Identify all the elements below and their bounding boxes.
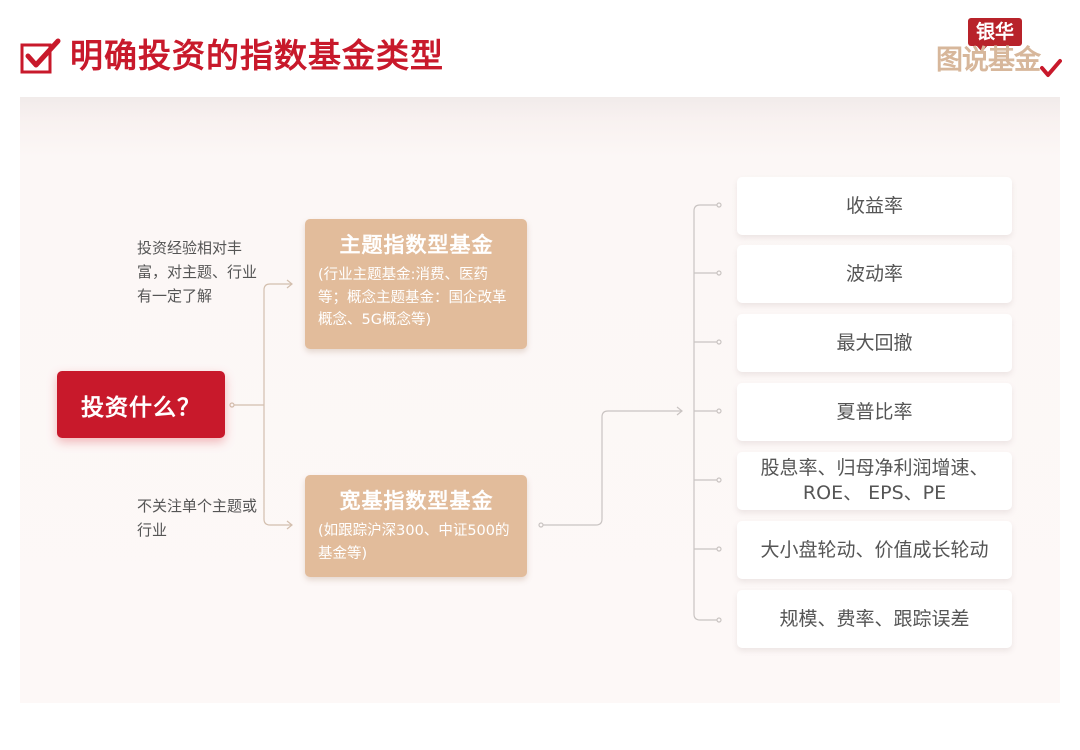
fund-type-description: (行业主题基金:消费、医药等；概念主题基金：国企改革概念、5G概念等)	[318, 267, 507, 328]
fund-type-broad-based: 宽基指数型基金 (如跟踪沪深300、中证500的基金等)	[305, 475, 527, 577]
metric-max-drawdown: 最大回撤	[737, 314, 1012, 372]
metric-sharpe-ratio: 夏普比率	[737, 383, 1012, 441]
metric-style-rotation: 大小盘轮动、价值成长轮动	[737, 521, 1012, 579]
metric-volatility: 波动率	[737, 245, 1012, 303]
fund-type-title: 主题指数型基金	[339, 233, 494, 257]
metric-fundamentals: 股息率、归母净利润增速、ROE、 EPS、PE	[737, 452, 1012, 510]
page-title: 明确投资的指数基金类型	[70, 36, 444, 75]
header: 明确投资的指数基金类型	[20, 34, 444, 78]
fund-type-description: (如跟踪沪深300、中证500的基金等)	[318, 523, 510, 562]
logo-top-text: 银华	[968, 18, 1022, 52]
fund-type-thematic: 主题指数型基金 (行业主题基金:消费、医药等；概念主题基金：国企改革概念、5G概…	[305, 219, 527, 349]
metric-return-rate: 收益率	[737, 177, 1012, 235]
brand-logo: 银华 图说基金	[936, 18, 1062, 80]
fund-type-title: 宽基指数型基金	[339, 489, 494, 513]
condition-label-broad: 不关注单个主题或行业	[137, 497, 258, 539]
root-node-what-to-invest: 投资什么？	[57, 371, 225, 438]
logo-bottom-text: 图说基金	[936, 45, 1041, 76]
logo-check-icon	[1040, 59, 1062, 77]
metric-size-fee-tracking: 规模、费率、跟踪误差	[737, 590, 1012, 648]
condition-label-experienced: 投资经验相对丰富，对主题、行业有一定了解	[137, 239, 258, 305]
checkbox-checked-icon	[20, 36, 62, 76]
